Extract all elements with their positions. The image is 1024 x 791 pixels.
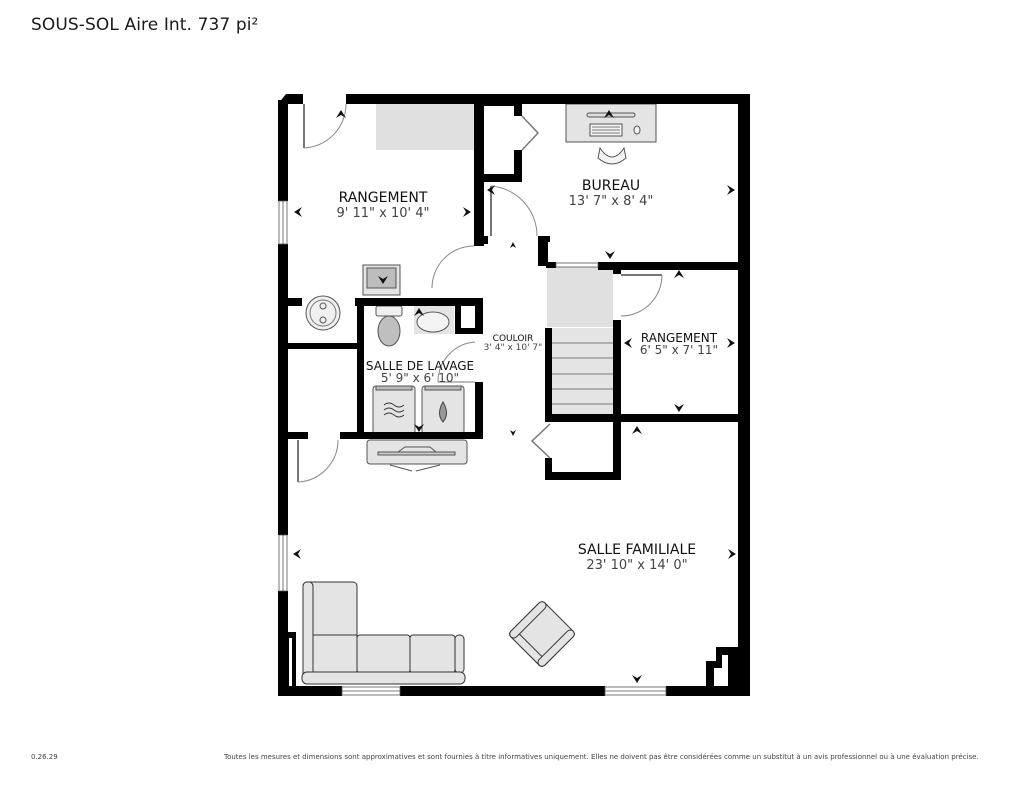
room-name-rangement-1: RANGEMENT (339, 190, 428, 206)
sectional-sofa (301, 581, 466, 685)
dimension-arrows (293, 110, 736, 683)
mouse (633, 125, 641, 135)
walls (278, 94, 750, 696)
room-dim-rangement-1: 9' 11" x 10' 4" (337, 206, 430, 221)
doors (297, 103, 663, 483)
wall-bottom-a (278, 686, 342, 696)
toilet-tank (375, 305, 403, 317)
staircase (551, 328, 613, 418)
windows (278, 200, 667, 696)
room-name-couloir: COULOIR (493, 334, 534, 344)
room-dim-rangement-2: 6' 5" x 7' 11" (640, 343, 718, 357)
room-dim-couloir: 3' 4" x 10' 7" (484, 343, 543, 353)
toilet-bowl (377, 315, 401, 347)
stairs-landing (547, 267, 613, 327)
wall-right (738, 94, 750, 696)
disclaimer-text: Toutes les mesures et dimensions sont ap… (224, 753, 979, 761)
wall-top-left (286, 94, 303, 104)
room-name-rangement-2: RANGEMENT (641, 331, 718, 345)
room-name-bureau: BUREAU (582, 178, 640, 194)
room-dim-salle-familiale: 23' 10" x 14' 0" (586, 558, 687, 573)
water-heater (305, 295, 341, 331)
wall-left-lower (278, 591, 288, 696)
room-name-salle-familiale: SALLE FAMILIALE (578, 542, 696, 558)
wall-top (346, 94, 750, 104)
room-labels: RANGEMENT 9' 11" x 10' 4" BUREAU 13' 7" … (337, 178, 719, 573)
window-stairs (555, 262, 599, 268)
armchair (509, 601, 575, 667)
wall-bottom-c (666, 686, 750, 696)
wall-left-upper (278, 100, 288, 201)
version-number: 0.26.29 (31, 753, 58, 761)
wall-left-mid (278, 244, 288, 535)
fixtures (301, 103, 657, 685)
storage-shelf (376, 104, 474, 150)
floor-title: SOUS-SOL Aire Int. 737 pi² (31, 15, 259, 35)
wall-bottom-b (400, 686, 605, 696)
office-chair (597, 146, 627, 165)
room-name-salle-de-lavage: SALLE DE LAVAGE (366, 359, 474, 373)
bathroom-sink (416, 311, 450, 333)
room-dim-bureau: 13' 7" x 8' 4" (569, 194, 654, 209)
room-dim-salle-de-lavage: 5' 9" x 6' 10" (381, 371, 459, 385)
